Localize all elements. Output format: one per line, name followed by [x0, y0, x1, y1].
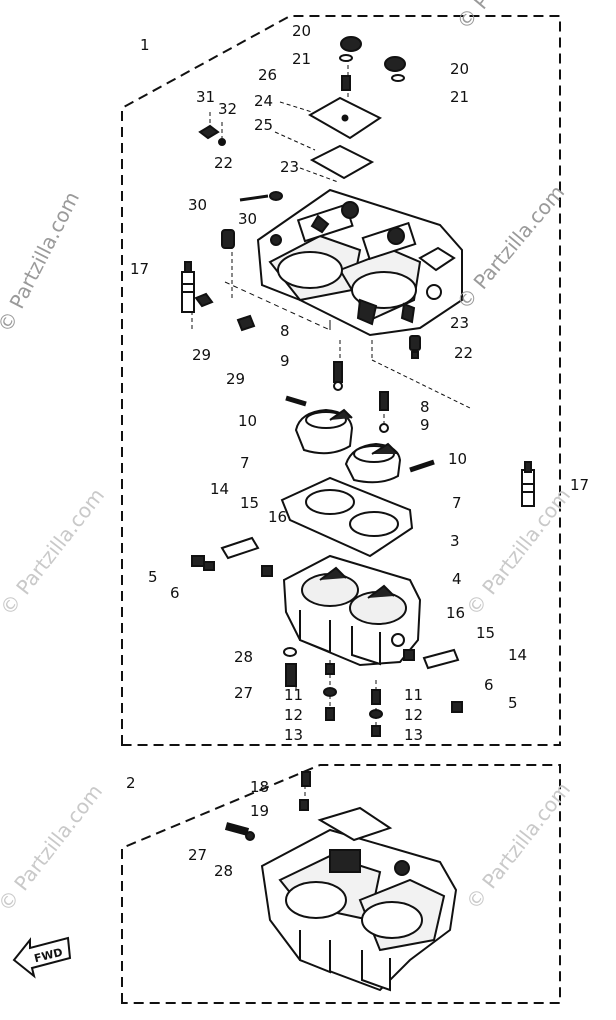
- label-part-24: 24: [254, 92, 274, 110]
- left-side-parts: [181, 229, 331, 332]
- label-part-15: 15: [240, 494, 260, 512]
- label-part-5: 5: [508, 694, 518, 712]
- top-cover-group: [198, 36, 406, 202]
- label-part-31: 31: [196, 88, 216, 106]
- label-part-21: 21: [450, 88, 470, 106]
- label-part-13: 13: [404, 726, 424, 744]
- label-part-7: 7: [452, 494, 462, 512]
- right-side-parts: [409, 335, 421, 359]
- label-part-8: 8: [420, 398, 430, 416]
- upper-assembly-boundary: [121, 15, 561, 746]
- label-part-6: 6: [170, 584, 180, 602]
- label-part-14: 14: [508, 646, 528, 664]
- label-part-9: 9: [280, 352, 290, 370]
- label-part-23: 23: [450, 314, 470, 332]
- label-part-14: 14: [210, 480, 230, 498]
- label-part-19: 19: [250, 802, 270, 820]
- label-part-30: 30: [238, 210, 258, 228]
- left-jets: [191, 536, 273, 577]
- label-assembly-2: 2: [126, 774, 136, 792]
- upper-body: [256, 188, 463, 337]
- label-part-11: 11: [404, 686, 424, 704]
- label-part-8: 8: [280, 322, 290, 340]
- label-part-20: 20: [292, 22, 312, 40]
- lower-assembly-boundary: [121, 764, 561, 1004]
- label-part-22: 22: [214, 154, 234, 172]
- label-part-12: 12: [284, 706, 304, 724]
- label-part-12: 12: [404, 706, 424, 724]
- float-bowl-body: [282, 554, 422, 667]
- label-part-30: 30: [188, 196, 208, 214]
- right-jets: [403, 648, 463, 713]
- label-part-13: 13: [284, 726, 304, 744]
- label-part-29: 29: [226, 370, 246, 388]
- label-part-16: 16: [268, 508, 288, 526]
- label-part-5: 5: [148, 568, 158, 586]
- label-part-20: 20: [450, 60, 470, 78]
- gasket-3: [280, 476, 414, 558]
- label-part-21: 21: [292, 50, 312, 68]
- label-part-27: 27: [234, 684, 254, 702]
- label-part-32: 32: [218, 100, 238, 118]
- label-part-15: 15: [476, 624, 496, 642]
- label-part-3: 3: [450, 532, 460, 550]
- label-part-9: 9: [420, 416, 430, 434]
- label-part-17: 17: [570, 476, 590, 494]
- label-part-11: 11: [284, 686, 304, 704]
- label-part-27: 27: [188, 846, 208, 864]
- label-part-26: 26: [258, 66, 278, 84]
- label-part-23: 23: [280, 158, 300, 176]
- bottom-fittings: [283, 647, 383, 737]
- label-part-16: 16: [446, 604, 466, 622]
- float-needle-group: [285, 361, 535, 507]
- label-part-6: 6: [484, 676, 494, 694]
- label-part-10: 10: [448, 450, 468, 468]
- label-part-22: 22: [454, 344, 474, 362]
- label-part-28: 28: [234, 648, 254, 666]
- fwd-arrow: [12, 936, 72, 979]
- label-part-4: 4: [452, 570, 462, 588]
- label-part-29: 29: [192, 346, 212, 364]
- lower-assembly: [224, 771, 458, 992]
- label-part-25: 25: [254, 116, 274, 134]
- label-part-18: 18: [250, 778, 270, 796]
- label-part-28: 28: [214, 862, 234, 880]
- label-part-17: 17: [130, 260, 150, 278]
- label-part-10: 10: [238, 412, 258, 430]
- label-assembly-1: 1: [140, 36, 150, 54]
- label-part-7: 7: [240, 454, 250, 472]
